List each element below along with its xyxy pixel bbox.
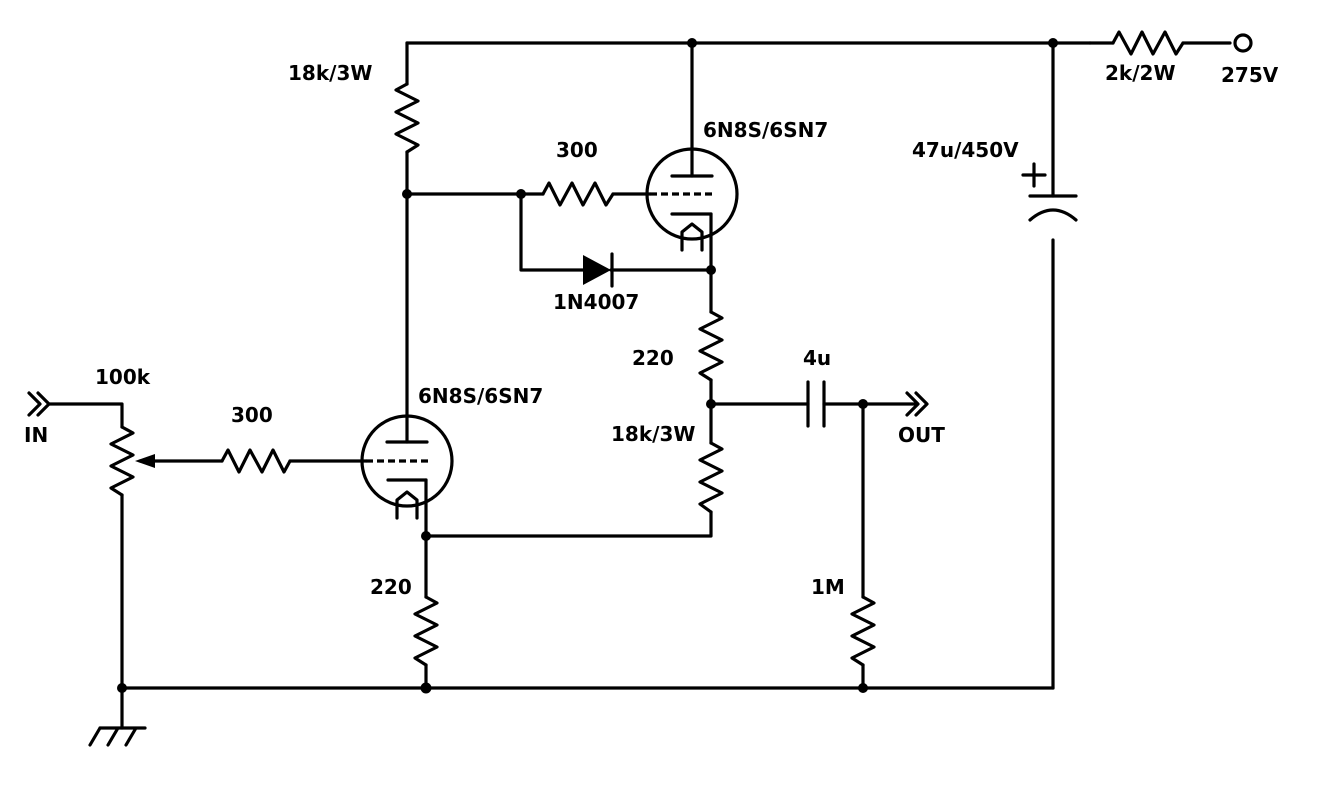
label-pot: 100k xyxy=(95,365,151,389)
label-cap-supply: 47u/450V xyxy=(912,138,1019,162)
capacitors xyxy=(806,162,1078,428)
resistor-300-lower-grid xyxy=(220,448,292,474)
junction-dot xyxy=(858,399,868,409)
supply-terminal-icon xyxy=(1233,33,1253,53)
junction-dot xyxy=(706,265,716,275)
diode-1n4007 xyxy=(583,252,614,288)
labels: 18k/3W 2k/2W 275V 6N8S/6SN7 300 47u/450V… xyxy=(24,61,1279,599)
label-r-cathode-upper: 220 xyxy=(632,346,674,370)
junction-dot xyxy=(516,189,526,199)
label-r-load-mid: 18k/3W xyxy=(611,422,695,446)
output-terminal-icon xyxy=(905,391,929,417)
diode-loop-wire xyxy=(519,192,713,272)
junction-dot xyxy=(858,683,868,693)
potentiometer-100k xyxy=(109,425,155,497)
junction-dot xyxy=(420,682,432,694)
resistor-18k-top-left xyxy=(394,82,420,154)
tube-upper-envelope xyxy=(645,147,739,241)
upper-cathode-wire xyxy=(424,212,713,538)
label-r-cathode-lower: 220 xyxy=(370,575,412,599)
tube-lower-envelope xyxy=(360,414,454,508)
tube-upper-heater-icon xyxy=(680,222,704,252)
label-r-grid-lower: 300 xyxy=(231,403,273,427)
tube-lower-heater-icon xyxy=(395,490,419,520)
junction-dot xyxy=(1048,38,1058,48)
resistor-220-lower-cathode xyxy=(413,595,439,667)
label-cap-out: 4u xyxy=(803,346,831,370)
tube-lower xyxy=(360,414,454,520)
label-r-supply: 2k/2W xyxy=(1105,61,1176,85)
label-tube-upper: 6N8S/6SN7 xyxy=(703,118,828,142)
resistor-220-upper-cathode xyxy=(698,310,724,382)
junction-dot xyxy=(706,399,716,409)
label-output: OUT xyxy=(898,423,945,447)
cap-supply-plus-icon xyxy=(1021,162,1047,188)
input-terminal-icon xyxy=(27,391,51,417)
label-diode: 1N4007 xyxy=(553,290,639,314)
ground-icon xyxy=(88,726,147,747)
tube-upper xyxy=(645,147,739,252)
resistor-18k-mid xyxy=(698,441,724,514)
junction-dot xyxy=(421,531,431,541)
resistor-1m-output xyxy=(850,595,876,667)
label-r-out: 1M xyxy=(811,575,845,599)
junction-dot xyxy=(402,189,412,199)
resistor-300-upper-grid xyxy=(541,181,615,207)
pot-body xyxy=(109,425,135,497)
resistors xyxy=(220,30,1185,667)
label-r-top-left: 18k/3W xyxy=(288,61,372,85)
label-tube-lower: 6N8S/6SN7 xyxy=(418,384,543,408)
input-wire xyxy=(48,402,124,730)
pot-wiper-arrow-icon xyxy=(135,454,155,468)
label-input: IN xyxy=(24,423,48,447)
cap-supply-plate-curved xyxy=(1028,208,1078,222)
label-supply-voltage: 275V xyxy=(1221,63,1279,87)
terminals xyxy=(27,33,1253,747)
diode-triangle-icon xyxy=(583,255,611,285)
resistor-2k-supply xyxy=(1111,30,1185,56)
junction-dot xyxy=(687,38,697,48)
junction-dot xyxy=(117,683,127,693)
wires xyxy=(48,41,1232,730)
junctions xyxy=(117,38,1058,694)
label-r-grid-upper: 300 xyxy=(556,138,598,162)
